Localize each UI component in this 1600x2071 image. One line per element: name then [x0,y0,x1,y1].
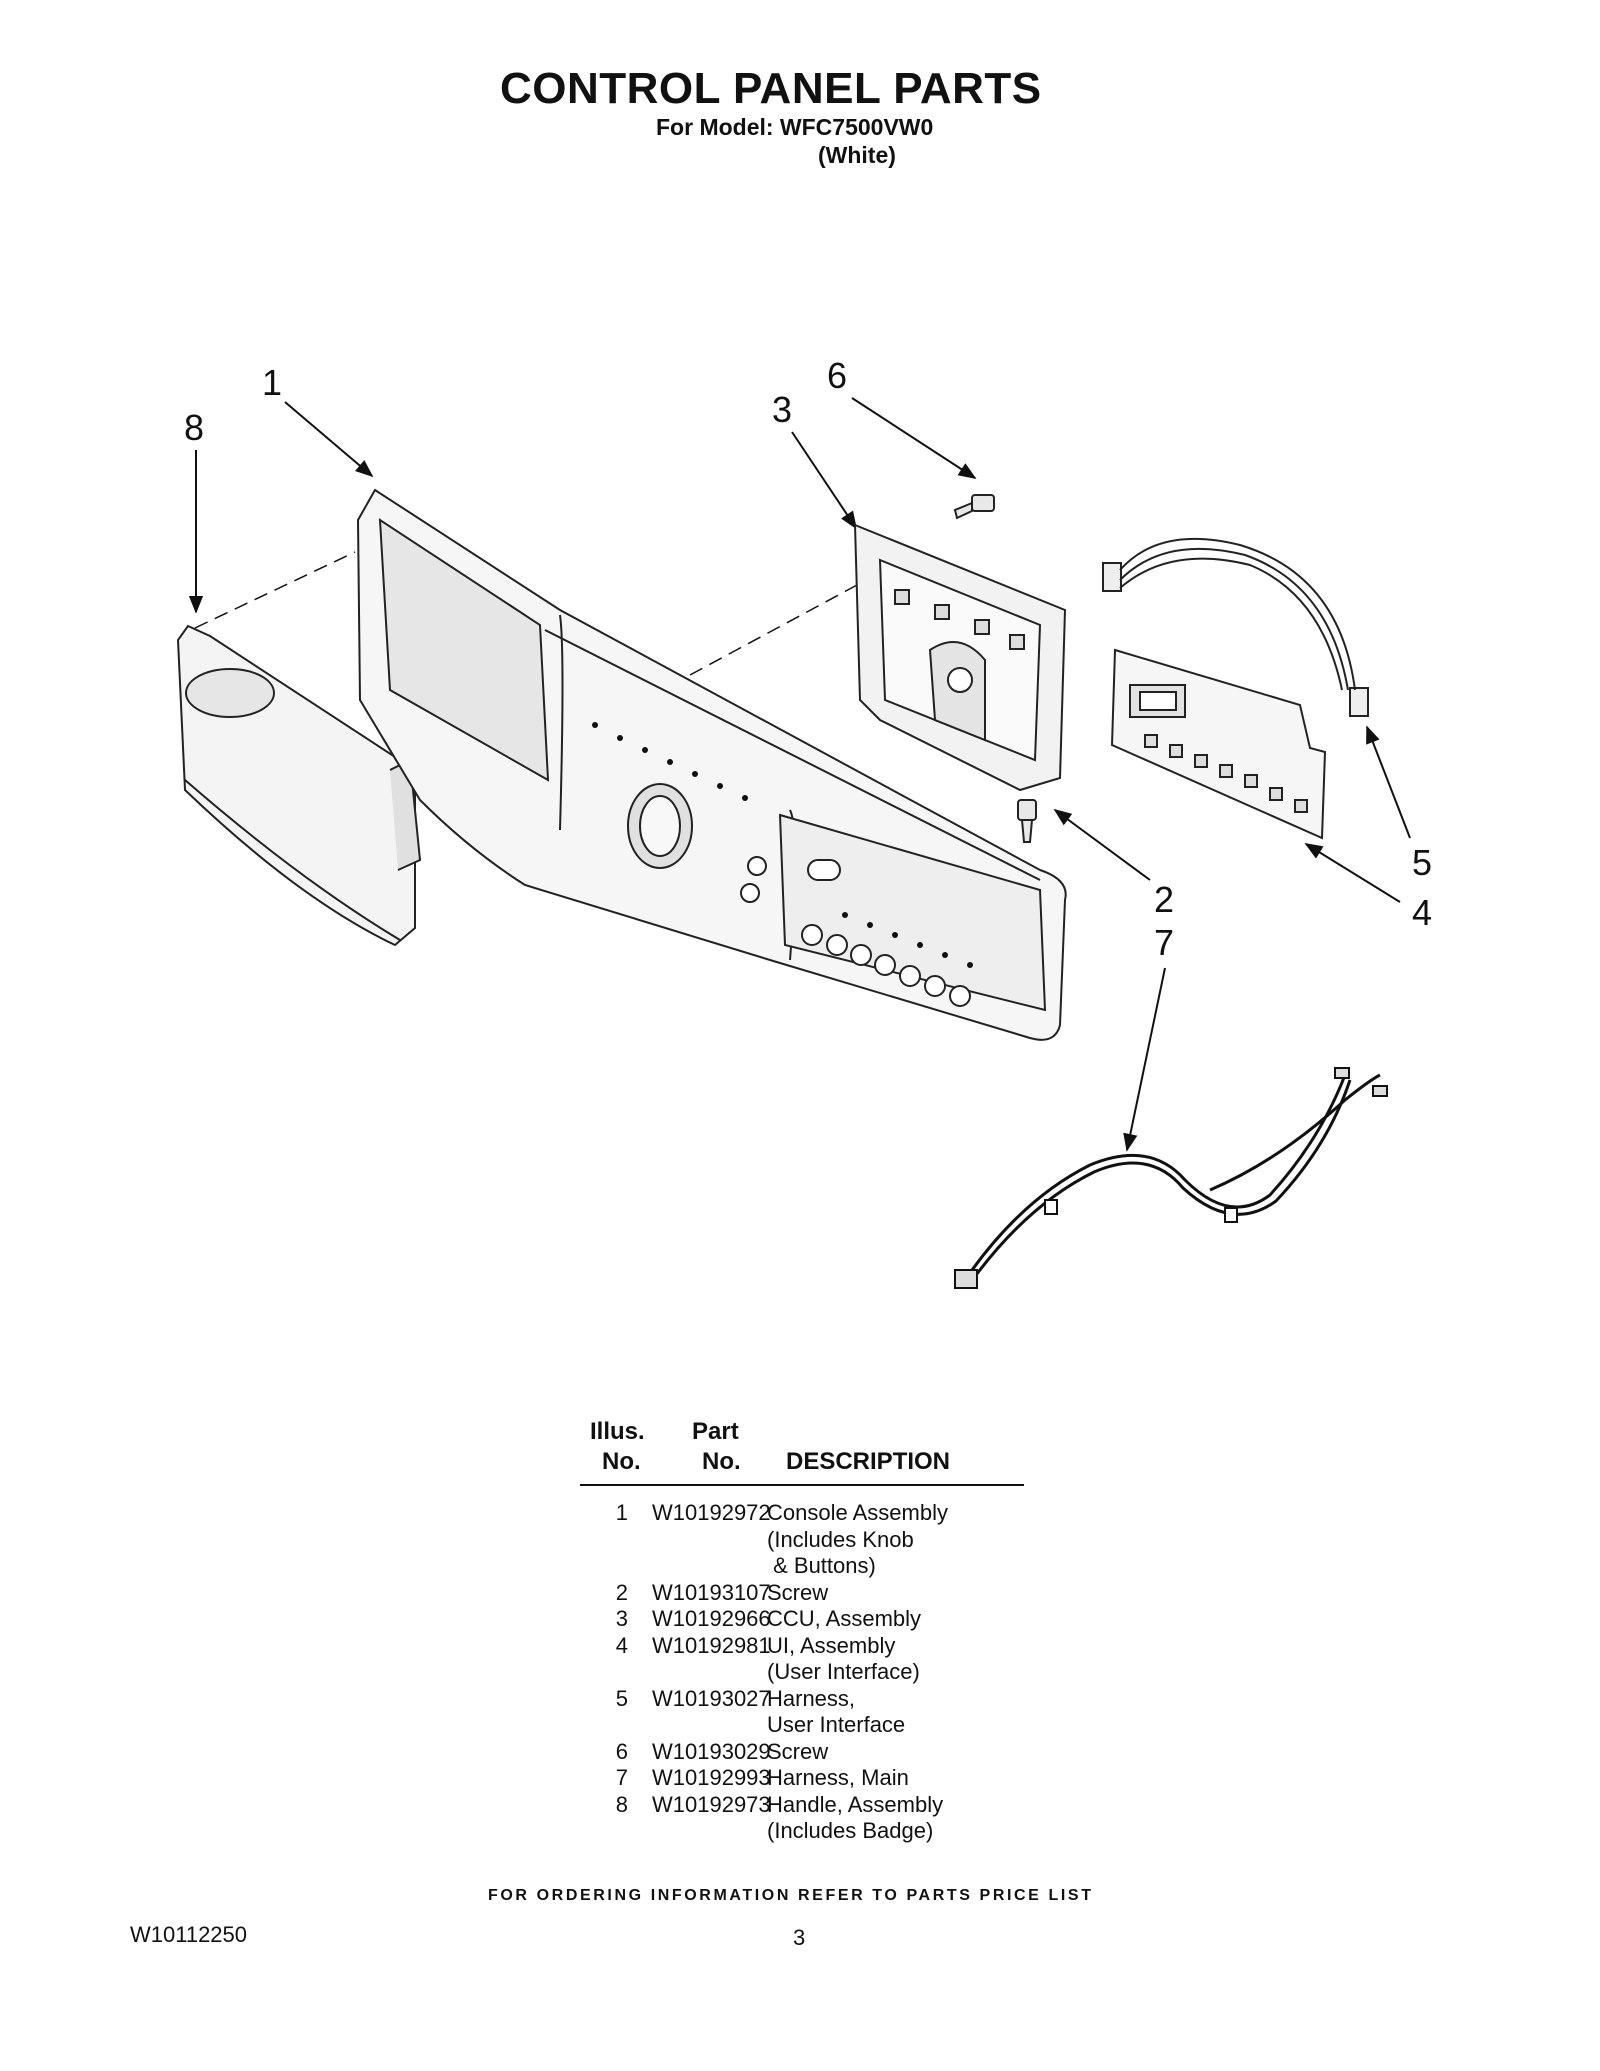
ccu-assembly-part [853,523,1067,792]
part-no [628,1553,758,1580]
main-harness-part [954,1067,1388,1289]
table-row: (Includes Badge) [580,1818,1040,1845]
color-label: (White) [818,142,896,168]
description: Harness, [767,1685,856,1711]
table-row: (User Interface) [580,1659,1040,1686]
description: & Buttons) [767,1553,876,1578]
description: (Includes Knob [767,1526,914,1552]
console-indicator-dots [592,722,973,968]
description: Screw [767,1738,829,1764]
illus-no: 4 [615,1632,628,1658]
alignment-lines [194,551,871,676]
table-row: (Includes Knob [580,1527,1040,1554]
illus-no [580,1712,628,1739]
illus-no [580,1659,628,1686]
description: CCU, Assembly [767,1606,922,1631]
ui-harness-part [1102,537,1369,717]
ordering-note: FOR ORDERING INFORMATION REFER TO PARTS … [488,1887,1094,1904]
page-number: 3 [793,1925,806,1950]
illus-no: 6 [615,1738,628,1764]
description: (User Interface) [767,1659,920,1684]
part-no: W10193107 [652,1579,771,1605]
description: (Includes Badge) [767,1818,934,1843]
part-no-header-line1: Part [692,1418,739,1445]
callout-5: 5 [1412,842,1432,883]
exploded-parts-diagram: 1 8 6 3 5 2 4 7 [176,355,1432,1289]
ui-assembly-part [1110,648,1327,840]
screw-bottom-part [1017,799,1037,843]
document-number: W10112250 [130,1922,248,1947]
leader-lines [188,397,1411,1152]
parts-table-header: Illus. No. Part No. DESCRIPTION [580,1418,1024,1486]
illus-no-header-line1: Illus. [590,1418,645,1445]
part-no: W10192966 [652,1606,771,1631]
description: Harness, Main [767,1765,909,1790]
illus-no: 3 [615,1606,628,1631]
part-no: W10193027 [652,1685,771,1711]
description: Console Assembly [767,1500,948,1525]
part-no [628,1818,758,1845]
part-no: W10192973 [652,1791,771,1817]
callout-1: 1 [262,362,282,403]
illus-no: 8 [615,1791,628,1817]
screw-top-part [953,494,995,520]
description: UI, Assembly [767,1632,896,1658]
illus-no-header-line2: No. [602,1448,641,1475]
illus-no: 5 [615,1685,628,1711]
console-assembly-part [356,488,1067,1041]
model-label: For Model: WFC7500VW0 [656,114,934,140]
part-no: W10192981 [652,1632,771,1658]
description: Handle, Assembly [767,1791,944,1817]
illus-no: 2 [615,1579,628,1605]
illus-no [580,1553,628,1580]
description: User Interface [767,1712,906,1737]
illus-no [580,1818,628,1845]
description-header: DESCRIPTION [786,1448,951,1475]
illus-no [580,1527,628,1554]
part-no: W10192993 [652,1765,771,1790]
callout-6: 6 [827,355,847,396]
table-row: User Interface [580,1712,1040,1739]
callout-3: 3 [772,389,792,430]
part-no-header-line2: No. [702,1448,741,1475]
console-buttons [801,924,971,1007]
part-no [628,1659,758,1686]
illus-no: 1 [615,1500,628,1525]
part-no: W10192972 [652,1500,771,1525]
table-row: & Buttons) [580,1553,1040,1580]
description: Screw [767,1579,829,1605]
part-no [628,1527,758,1554]
part-no: W10193029 [652,1738,771,1764]
callout-8: 8 [184,407,204,448]
illus-no: 7 [615,1765,628,1790]
part-no [628,1712,758,1739]
callout-2: 2 [1154,879,1174,920]
callout-7: 7 [1154,922,1174,963]
page-title: CONTROL PANEL PARTS [500,64,1042,113]
callout-4: 4 [1412,892,1432,933]
